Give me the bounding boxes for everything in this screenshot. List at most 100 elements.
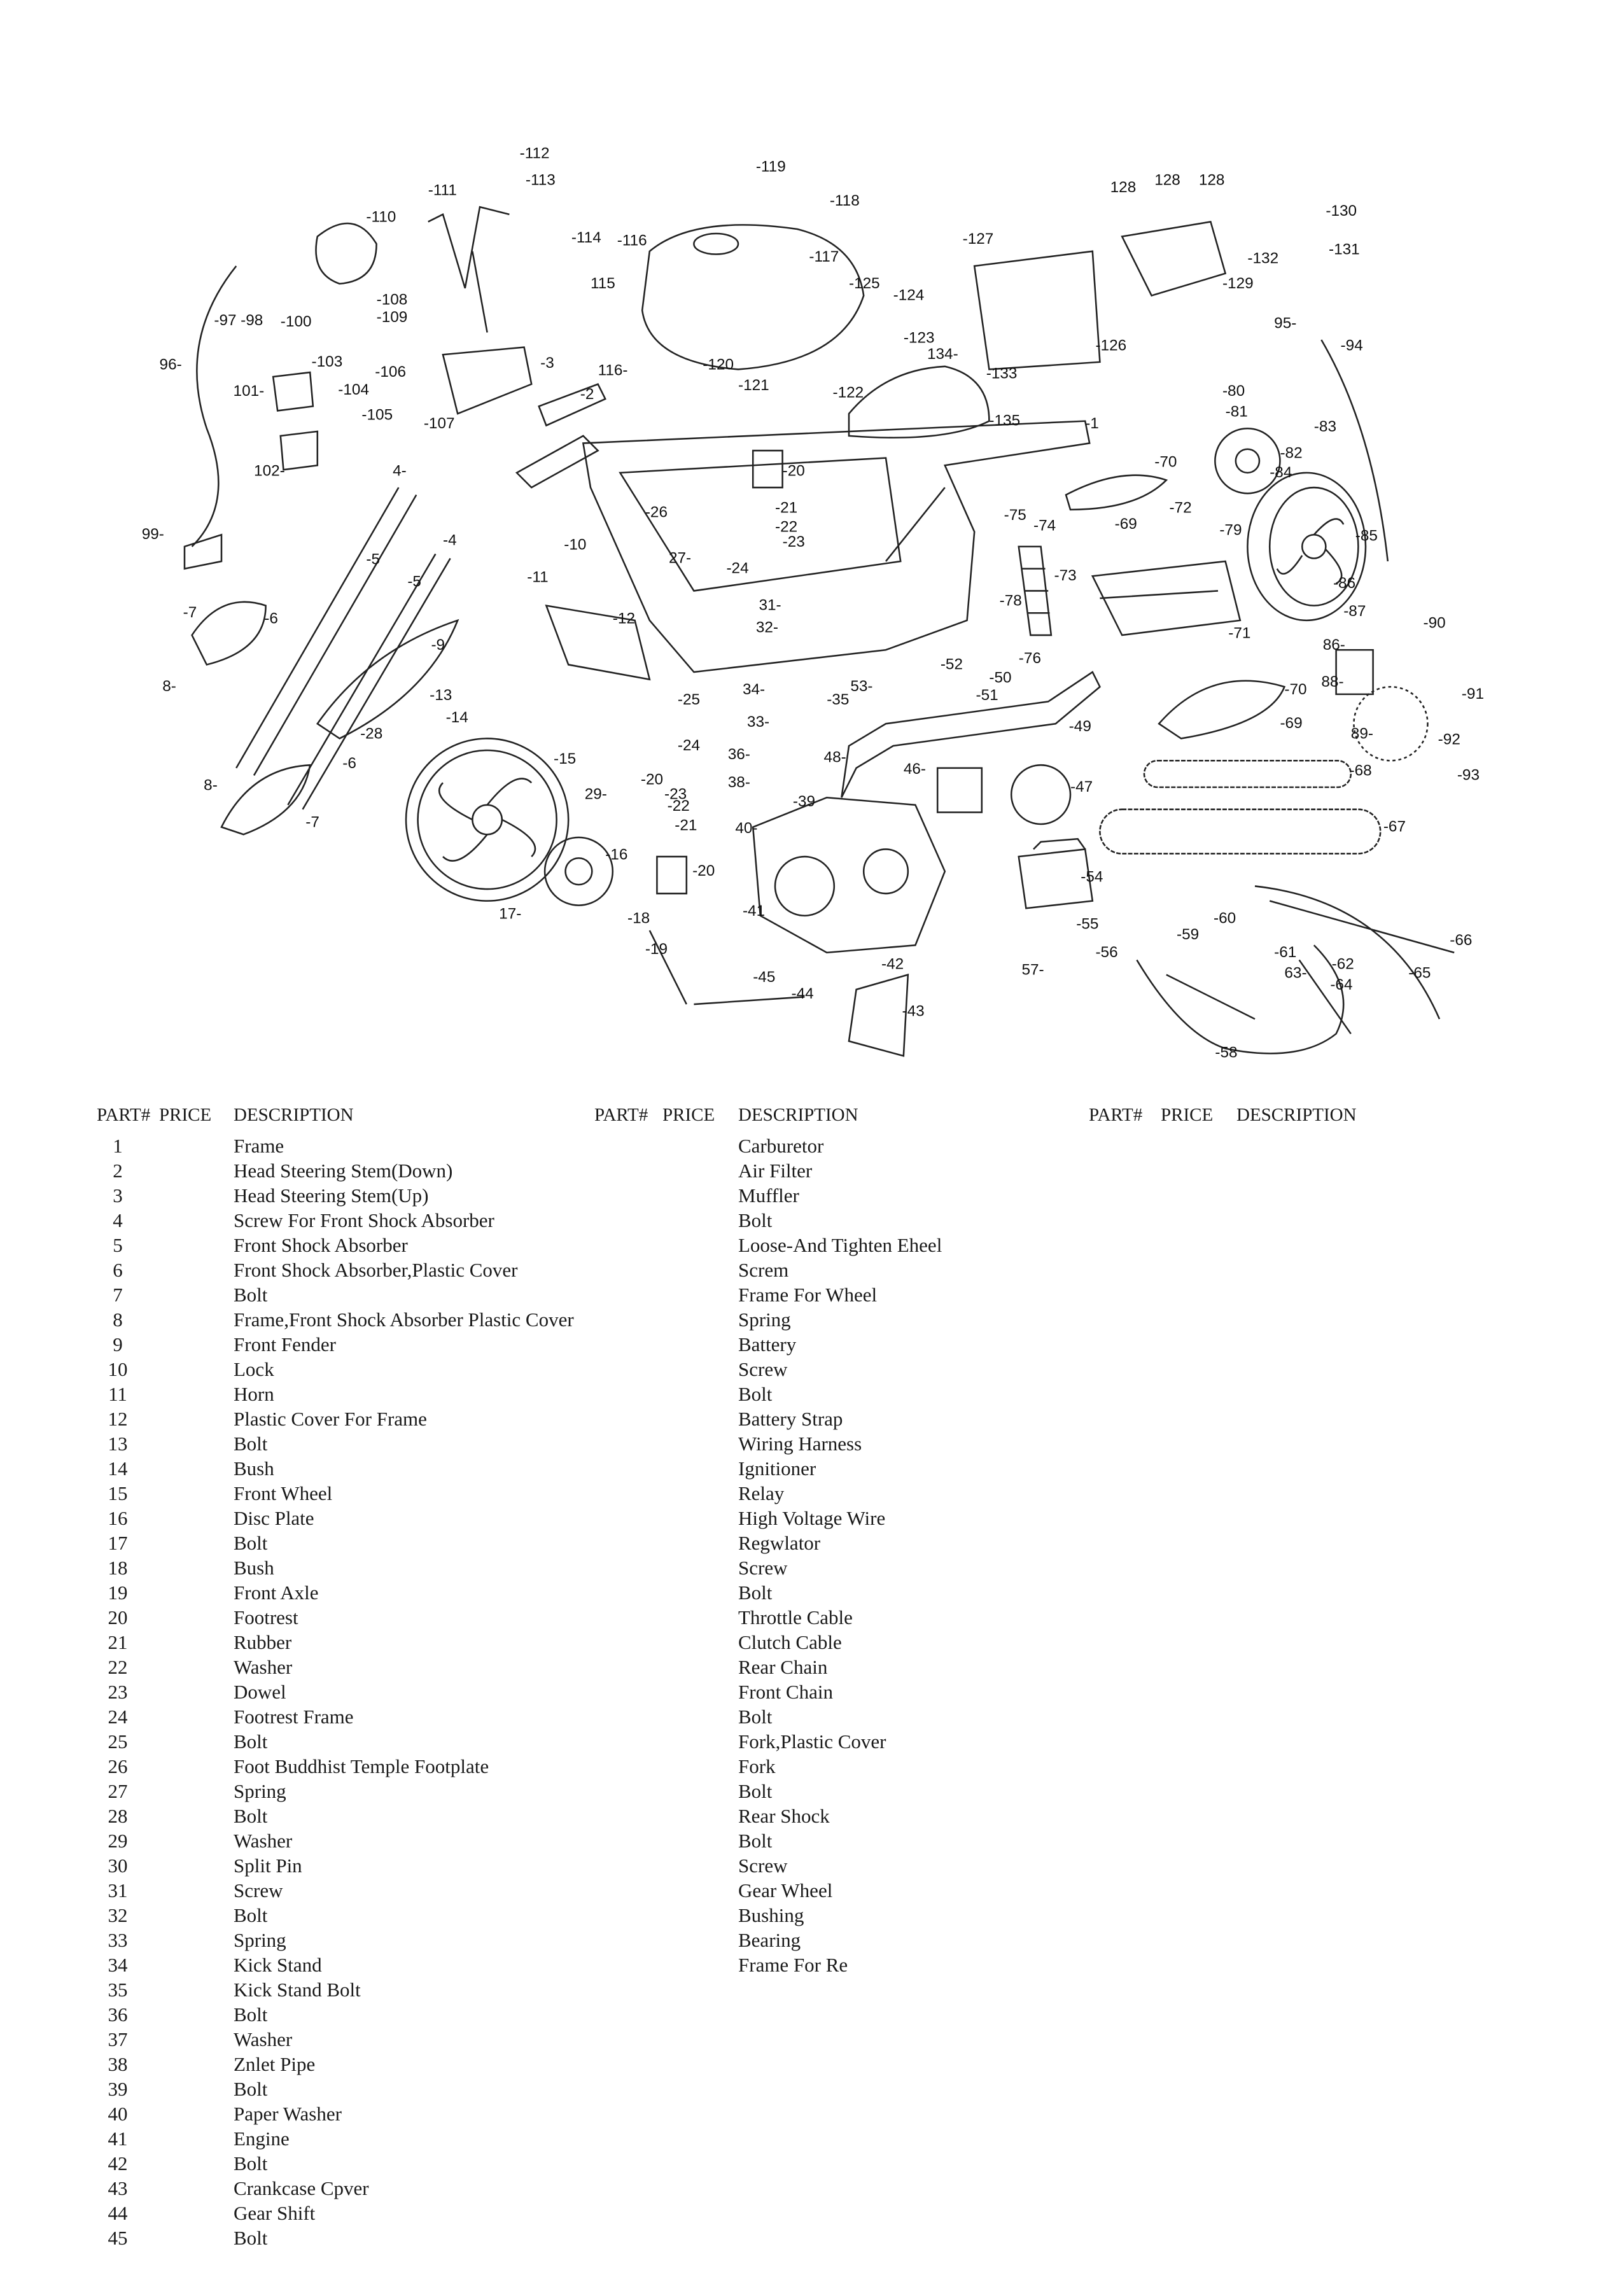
callout-label: 40- [735, 820, 757, 837]
part-description: Bush [234, 1457, 274, 1480]
part-number: 23 [108, 1681, 128, 1703]
callout-label: -9 [431, 636, 445, 654]
callout-label: -3 [540, 354, 554, 372]
callout-label: -7 [305, 814, 319, 831]
callout-label: -131 [1329, 241, 1360, 258]
rear-fender-drawing [1065, 474, 1286, 739]
part-description: Horn [234, 1383, 274, 1405]
callout-label: -119 [756, 158, 786, 176]
callout-label: -107 [424, 415, 455, 432]
callout-label: 95- [1274, 314, 1296, 332]
col2-header-price: PRICE [662, 1105, 715, 1125]
part-number: 6 [113, 1259, 123, 1281]
callout-label: -108 [377, 291, 408, 308]
callout-label: -94 [1341, 337, 1363, 354]
callout-label: 36- [728, 746, 750, 763]
part-description-col2: Bolt [738, 1581, 773, 1604]
part-description-col2: Carburetor [738, 1135, 824, 1157]
part-description: Footrest Frame [234, 1706, 354, 1728]
callout-label: -21 [675, 816, 697, 834]
part-description: Bolt [234, 2227, 268, 2249]
part-number: 8 [113, 1308, 123, 1331]
rear-chain-drawing [1143, 759, 1352, 788]
part-number: 15 [108, 1482, 128, 1504]
callout-label: -45 [753, 969, 775, 986]
callout-label: -16 [605, 846, 627, 864]
brake-disc-drawing [543, 427, 1281, 906]
callout-label: -112 [520, 145, 550, 162]
callout-label: -12 [613, 610, 635, 627]
callout-label: -1 [1085, 415, 1099, 432]
part-number: 18 [108, 1557, 128, 1579]
part-description: Screw [234, 1879, 283, 1902]
callout-label: -120 [703, 356, 734, 373]
part-description-col2: Relay [738, 1482, 785, 1504]
callout-label: -15 [554, 750, 576, 767]
callout-label: 115 [591, 275, 615, 292]
part-number: 44 [108, 2202, 128, 2224]
callout-label: -122 [832, 384, 864, 402]
callout-label: -22 [668, 797, 690, 815]
part-number: 11 [108, 1383, 127, 1405]
callout-label: 102- [254, 462, 285, 479]
callout-label: -104 [338, 381, 369, 398]
callout-label: -92 [1438, 731, 1460, 748]
callout-label: -23 [783, 533, 805, 550]
callout-label: -39 [793, 793, 815, 810]
callout-label: -114 [571, 229, 601, 246]
callout-label: -66 [1450, 932, 1472, 949]
callout-label: -23 [664, 786, 687, 803]
callout-label: -47 [1070, 778, 1093, 795]
callout-label: -4 [443, 532, 457, 549]
callout-label: -83 [1314, 418, 1336, 435]
callout-label: -24 [726, 560, 748, 577]
part-description: Bolt [234, 2152, 268, 2175]
callout-label: -35 [827, 691, 849, 708]
part-number: 17 [108, 1532, 128, 1554]
part-number: 20 [108, 1606, 128, 1629]
part-number: 24 [108, 1706, 128, 1728]
part-description-col2: Bolt [738, 1830, 773, 1852]
callout-label: -87 [1343, 603, 1366, 620]
part-number: 29 [108, 1830, 128, 1852]
part-number: 36 [108, 2003, 128, 2026]
callout-label: -70 [1284, 681, 1306, 698]
callout-label: -21 [775, 499, 797, 516]
callout-label: -84 [1270, 464, 1292, 481]
callout-label: -54 [1081, 868, 1103, 885]
front-fork-drawing [235, 487, 451, 810]
callout-label: -64 [1330, 976, 1352, 993]
part-number: 30 [108, 1854, 128, 1877]
col2-header-part: PART# [594, 1105, 648, 1125]
part-description: Frame,Front Shock Absorber Plastic Cover [234, 1308, 574, 1331]
callout-label: -5 [407, 573, 421, 590]
callout-label: 27- [669, 549, 691, 566]
callout-label: -5 [366, 551, 380, 568]
part-description-col2: Air Filter [738, 1160, 813, 1182]
callout-label: -82 [1280, 445, 1302, 462]
part-number: 33 [108, 1929, 128, 1951]
part-number: 38 [108, 2053, 128, 2075]
part-number: 14 [108, 1457, 128, 1480]
callout-label: -51 [976, 687, 998, 704]
col2-header-description: DESCRIPTION [738, 1105, 858, 1125]
carburetor-drawing [936, 767, 983, 813]
part-description-col2: Wiring Harness [738, 1433, 862, 1455]
part-description-col2: Frame For Re [738, 1954, 848, 1976]
part-description: Frame [234, 1135, 284, 1157]
part-description: Bolt [234, 1730, 268, 1753]
part-description-col2: Bearing [738, 1929, 801, 1951]
front-wheel-drawing [405, 738, 570, 902]
callout-label: 89- [1351, 725, 1373, 742]
callout-label: 48- [824, 749, 846, 766]
part-description-col2: Rear Chain [738, 1656, 828, 1678]
callout-label: -49 [1069, 718, 1091, 735]
callout-label: 8- [162, 678, 176, 695]
part-description-col2: Fork,Plastic Cover [738, 1730, 886, 1753]
part-number: 42 [108, 2152, 128, 2175]
part-number: 45 [108, 2227, 128, 2249]
part-description-col2: Fork [738, 1755, 776, 1777]
callout-label: -117 [809, 248, 839, 265]
callout-label: -85 [1355, 528, 1378, 545]
callout-label: -19 [645, 941, 668, 958]
